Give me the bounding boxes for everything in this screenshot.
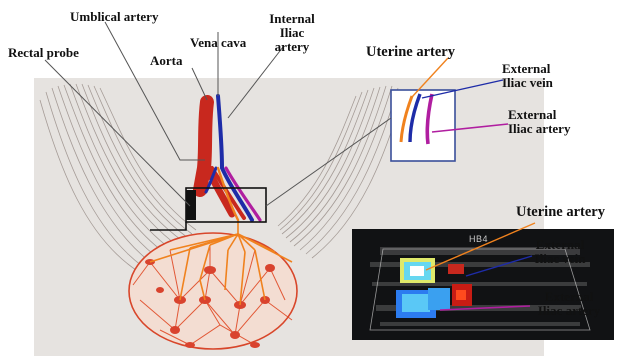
label-rectal-probe: Rectal probe: [8, 46, 79, 60]
label-external-iliac-vein-bottom: External Iliac vein: [520, 238, 600, 266]
label-external-iliac-artery-bottom: External Iliac artery: [524, 290, 614, 318]
ultrasound-tag: HB4: [469, 234, 488, 244]
label-umbilical-artery: Umblical artery: [70, 10, 158, 24]
label-uterine-artery-bottom: Uterine artery: [516, 204, 605, 220]
label-aorta: Aorta: [150, 54, 183, 68]
aorta-vessel: [200, 102, 207, 190]
label-vena-cava: Vena cava: [190, 36, 246, 50]
label-internal-iliac-artery: Internal Iliac artery: [262, 12, 322, 54]
label-uterine-artery-top: Uterine artery: [366, 44, 455, 60]
zoom-inset: [391, 90, 455, 161]
label-external-iliac-artery-top: External Iliac artery: [508, 108, 570, 136]
label-external-iliac-vein-top: External Iliac vein: [502, 62, 553, 90]
